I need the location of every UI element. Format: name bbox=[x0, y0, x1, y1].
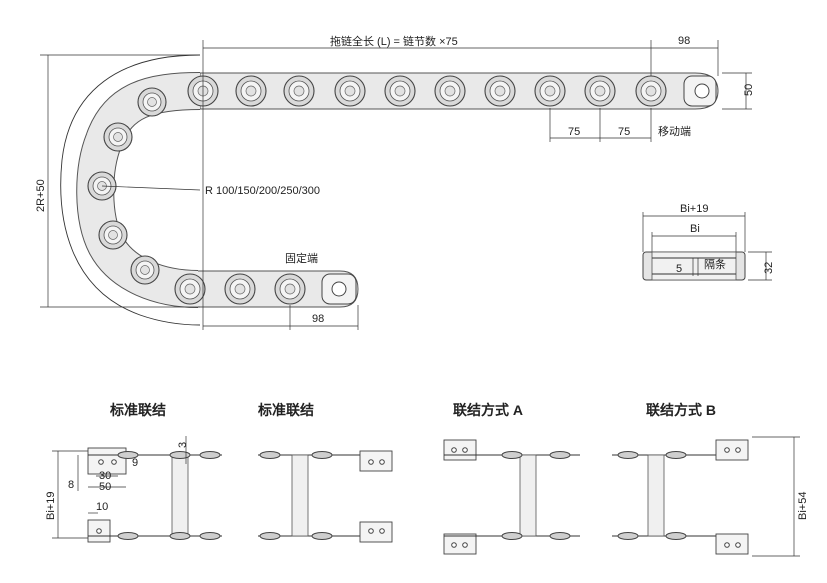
conn1-dim-9: 9 bbox=[132, 457, 138, 469]
end-length-bottom: 98 bbox=[312, 313, 324, 325]
connection-title-3: 联结方式 A bbox=[453, 402, 523, 418]
roller bbox=[103, 122, 133, 152]
pitch-2: 75 bbox=[618, 126, 630, 138]
connection-diagram-1: Bi+19 8 30 50 9 3 10 bbox=[45, 436, 222, 543]
connection-diagram-2 bbox=[258, 450, 393, 543]
rollers-bend bbox=[87, 87, 167, 285]
moving-end-label: 移动端 bbox=[658, 125, 691, 138]
roller bbox=[130, 255, 160, 285]
roller bbox=[224, 273, 256, 305]
conn1-dim-30: 30 bbox=[99, 470, 111, 482]
roller bbox=[283, 75, 315, 107]
conn1-side-dim: Bi+19 bbox=[45, 492, 57, 520]
height-right: 50 bbox=[743, 84, 755, 96]
conn1-dim-3: 3 bbox=[177, 442, 189, 448]
section-inner-width: Bi bbox=[690, 223, 700, 235]
connection-diagram-4: Bi+54 bbox=[612, 436, 809, 557]
roller bbox=[584, 75, 616, 107]
radius-label: R 100/150/200/250/300 bbox=[205, 185, 320, 197]
connection-title-1: 标准联结 bbox=[109, 402, 166, 418]
roller bbox=[235, 75, 267, 107]
spacer-label: 隔条 bbox=[704, 257, 726, 271]
connection-title-4: 联结方式 B bbox=[646, 402, 716, 418]
conn1-dim-8: 8 bbox=[68, 479, 74, 491]
roller bbox=[635, 75, 667, 107]
cross-section-view: Bi+19 Bi 5 隔条 32 bbox=[642, 203, 775, 281]
section-outer-width: Bi+19 bbox=[680, 203, 708, 215]
connection-diagram-3 bbox=[443, 439, 580, 555]
section-height: 32 bbox=[763, 262, 775, 274]
end-bracket-moving bbox=[683, 75, 717, 107]
conn4-side-dim: Bi+54 bbox=[797, 492, 809, 520]
end-bracket-fixed bbox=[321, 273, 357, 305]
roller bbox=[174, 273, 206, 305]
roller bbox=[484, 75, 516, 107]
chain-main-view: 拖链全长 (L) = 链节数 ×75 98 50 75 75 移动端 R 100… bbox=[35, 34, 755, 330]
rollers-top bbox=[187, 75, 717, 107]
total-length-label: 拖链全长 (L) = 链节数 ×75 bbox=[330, 34, 458, 48]
roller bbox=[274, 273, 306, 305]
conn1-dim-10: 10 bbox=[96, 501, 108, 513]
roller bbox=[534, 75, 566, 107]
roller bbox=[334, 75, 366, 107]
roller bbox=[98, 220, 128, 250]
end-length-top: 98 bbox=[678, 35, 690, 47]
pitch-1: 75 bbox=[568, 126, 580, 138]
spacer-dim: 5 bbox=[676, 263, 682, 275]
chain-outer-envelope bbox=[60, 54, 201, 326]
rollers-bottom bbox=[174, 273, 357, 305]
connection-title-2: 标准联结 bbox=[257, 402, 314, 418]
roller bbox=[137, 87, 167, 117]
conn1-dim-50: 50 bbox=[99, 481, 111, 493]
roller bbox=[384, 75, 416, 107]
roller bbox=[434, 75, 466, 107]
height-left: 2R+50 bbox=[35, 179, 47, 212]
fixed-end-label: 固定端 bbox=[285, 251, 318, 265]
